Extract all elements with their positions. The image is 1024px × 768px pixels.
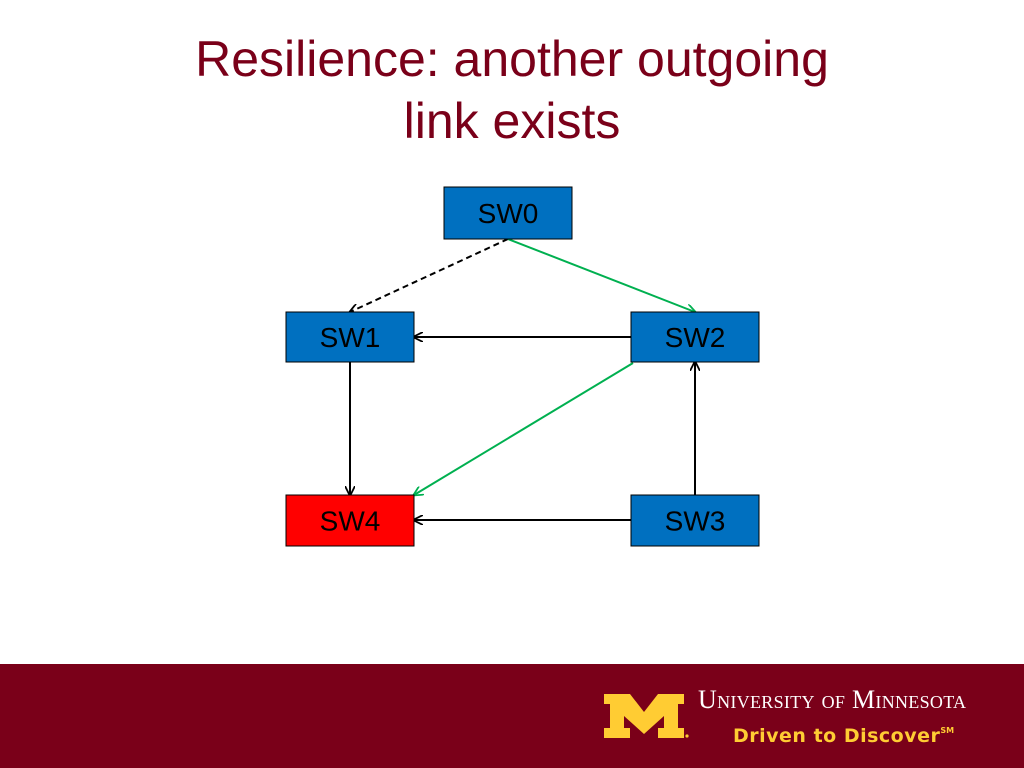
tagline-text: Driven to Discover — [733, 725, 941, 747]
service-mark: SM — [940, 726, 955, 735]
tagline: Driven to DiscoverSM — [733, 718, 954, 749]
node-sw1: SW1 — [285, 311, 415, 363]
node-box-sw3 — [630, 494, 760, 547]
node-box-sw0 — [443, 186, 573, 240]
node-sw0: SW0 — [443, 186, 573, 240]
node-label-sw0: SW0 — [478, 198, 539, 229]
node-box-sw4 — [285, 494, 415, 547]
slide-title-line-1: Resilience: another outgoing — [195, 31, 829, 87]
footer-bar — [0, 664, 1024, 768]
node-label-sw3: SW3 — [665, 506, 726, 537]
university-name: University of Minnesota — [698, 685, 967, 714]
node-label-sw2: SW2 — [665, 322, 726, 353]
node-label-sw4: SW4 — [320, 506, 381, 537]
edge-layer — [350, 238, 695, 520]
block-m-logo-icon — [604, 694, 689, 738]
slide-title-line-2: link exists — [403, 93, 621, 149]
node-label-sw1: SW1 — [320, 322, 381, 353]
node-sw4: SW4 — [285, 494, 415, 547]
node-box-sw1 — [285, 311, 415, 363]
node-box-sw2 — [630, 311, 760, 363]
edge-sw0-to-sw1 — [350, 238, 509, 312]
node-sw3: SW3 — [630, 494, 760, 547]
slide-title: Resilience: another outgoing link exists — [0, 28, 1024, 152]
edge-sw0-to-sw2 — [507, 238, 695, 312]
node-sw2: SW2 — [630, 311, 760, 363]
edge-sw2-to-sw4 — [414, 362, 634, 495]
